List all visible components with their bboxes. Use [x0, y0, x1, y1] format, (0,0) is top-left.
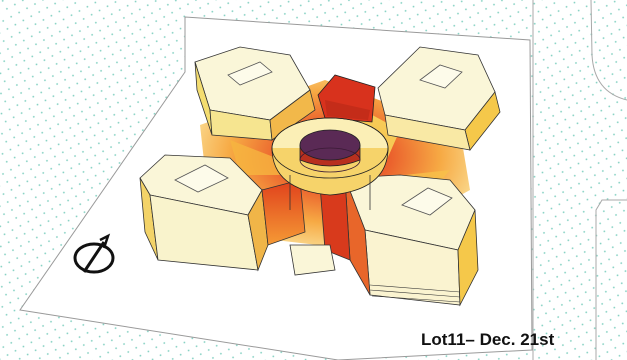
central-tower: [317, 74, 376, 123]
image-caption: Lot11– Dec. 21st: [421, 330, 555, 349]
building-right: [344, 174, 479, 307]
connector-walls: [261, 177, 351, 276]
central-dome: [299, 129, 361, 173]
building-top-right: [377, 46, 501, 151]
building-top-left: [194, 46, 316, 141]
north-arrow-icon: [73, 233, 115, 274]
road-lines: [532, 0, 627, 360]
